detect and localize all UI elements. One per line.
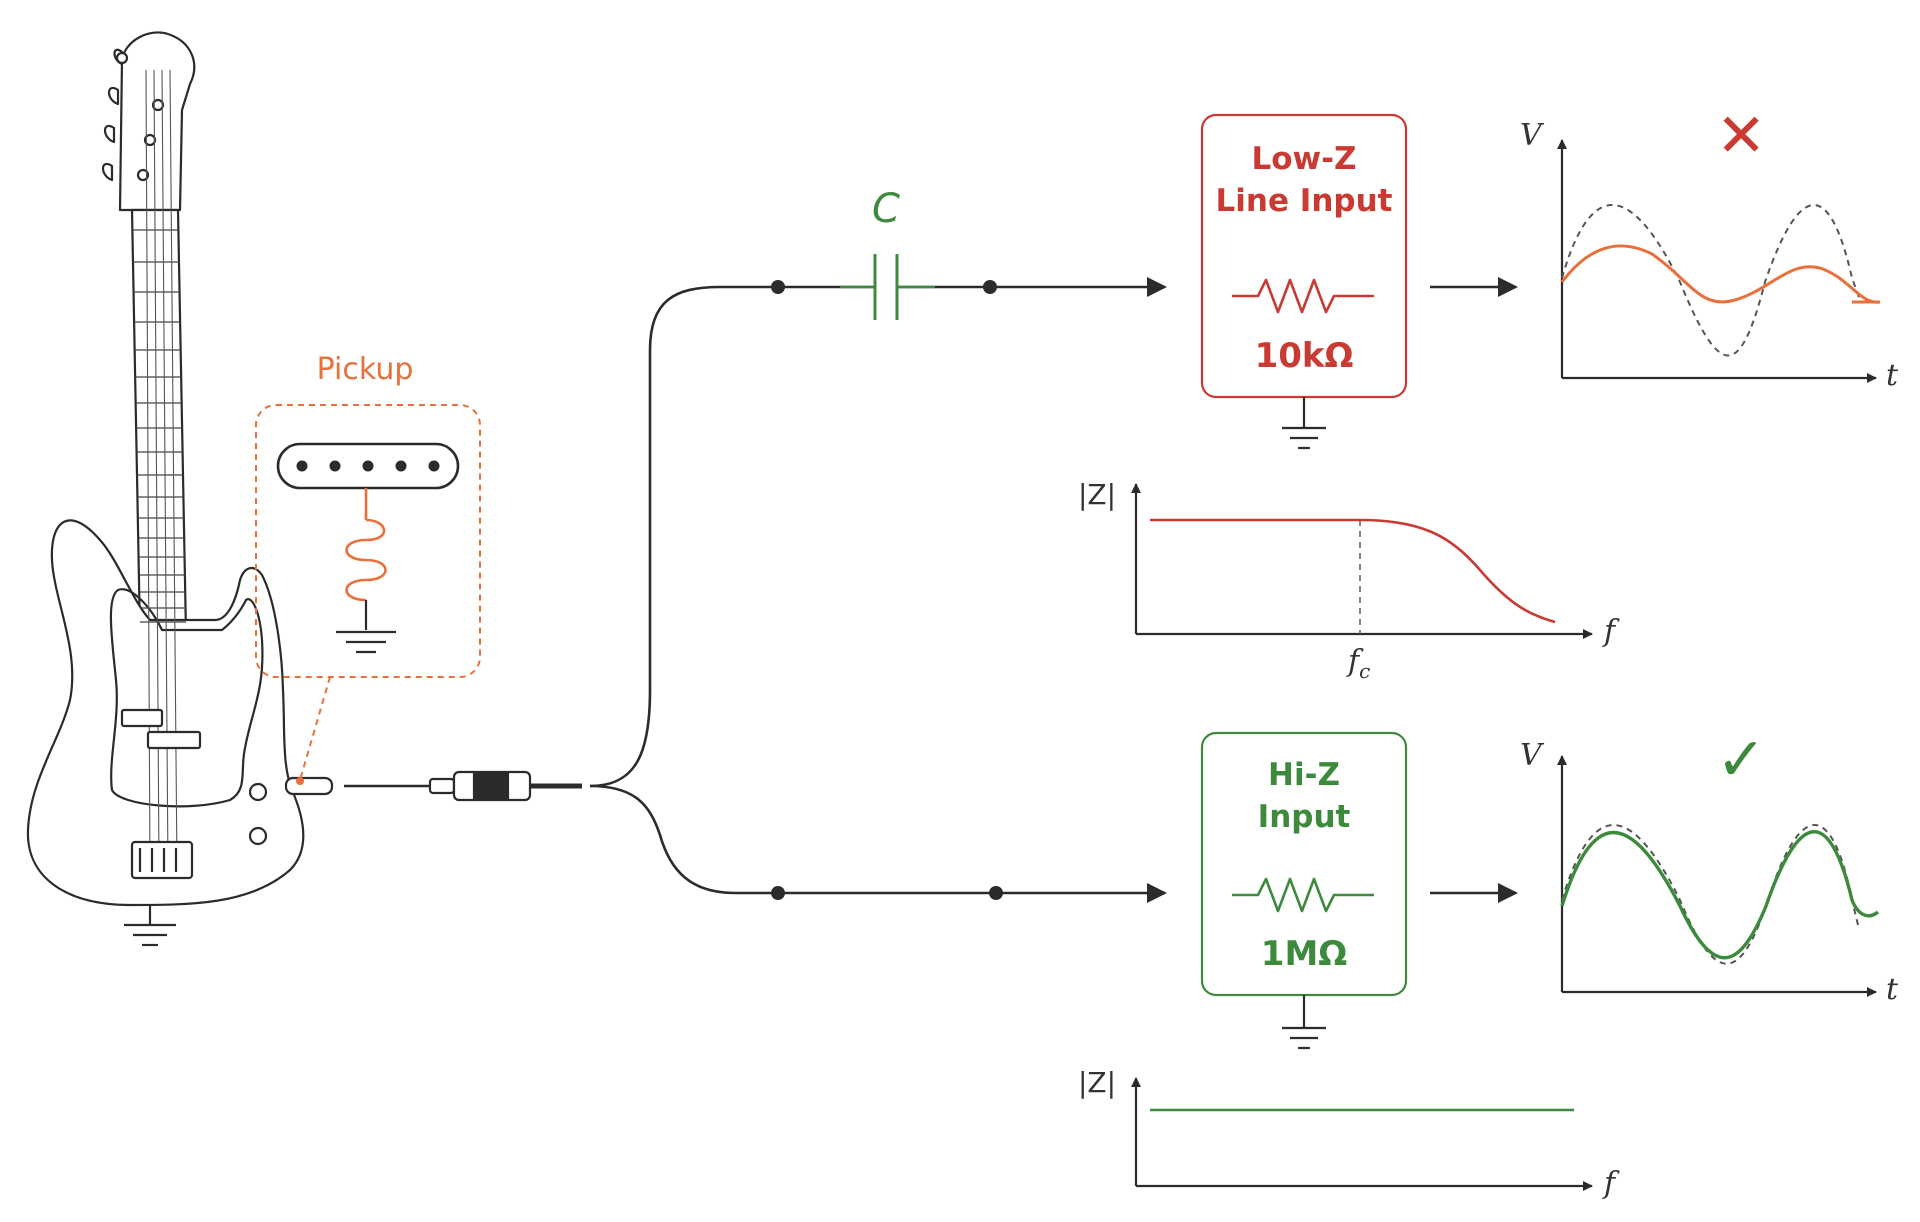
low-z-output-wave xyxy=(1560,244,1881,304)
signal-wiring xyxy=(589,277,1167,903)
low-z-impedance-curve xyxy=(1150,518,1556,624)
hi-z-title-line1: Hi-Z xyxy=(1268,757,1340,793)
low-z-impedance-x-label: f xyxy=(1604,614,1616,649)
hi-z-input-box xyxy=(1200,731,1408,1050)
low-z-title-line2: Line Input xyxy=(1215,183,1393,219)
hi-z-output-wave xyxy=(1560,830,1880,960)
resistor-icon xyxy=(1232,278,1374,314)
ground-icon xyxy=(1282,995,1326,1050)
hi-z-signal-plot xyxy=(1557,755,1880,997)
hi-z-resistance: 1MΩ xyxy=(1260,934,1348,974)
low-z-reference-wave xyxy=(1561,204,1861,357)
hi-z-title-line2: Input xyxy=(1257,799,1351,835)
cutoff-frequency-label: fc xyxy=(1348,644,1370,683)
low-z-signal-y-label: V xyxy=(1520,118,1542,153)
low-z-signal-plot xyxy=(1557,139,1881,383)
cutoff-frequency-subscript: c xyxy=(1359,659,1371,683)
capacitor-icon xyxy=(840,254,935,320)
pickup-callout xyxy=(255,404,481,785)
junction-dots xyxy=(771,280,1003,900)
hi-z-reference-wave xyxy=(1561,824,1859,965)
hi-z-impedance-plot xyxy=(1131,1077,1593,1191)
hi-z-signal-y-label: V xyxy=(1520,738,1542,773)
cross-icon: ✕ xyxy=(1716,101,1767,171)
ground-icon xyxy=(1282,397,1326,450)
low-z-resistance: 10kΩ xyxy=(1254,336,1354,376)
capacitor-label: C xyxy=(872,186,900,232)
low-z-title-line1: Low-Z xyxy=(1251,141,1357,177)
low-z-impedance-plot xyxy=(1131,483,1593,639)
ground-icon xyxy=(124,905,176,947)
low-z-signal-x-label: t xyxy=(1886,358,1899,393)
ground-icon xyxy=(336,630,396,654)
check-icon: ✓ xyxy=(1716,725,1767,795)
hi-z-impedance-y-label: |Z| xyxy=(1078,1066,1117,1099)
jack-plug-icon xyxy=(418,770,582,802)
hi-z-impedance-x-label: f xyxy=(1604,1166,1616,1201)
pickup-coil-icon xyxy=(276,442,460,630)
low-z-impedance-y-label: |Z| xyxy=(1078,478,1117,511)
bass-guitar-icon xyxy=(26,31,334,907)
cutoff-frequency-symbol: f xyxy=(1348,644,1360,679)
low-z-input-box xyxy=(1200,113,1408,450)
resistor-icon xyxy=(1232,877,1374,913)
hi-z-signal-x-label: t xyxy=(1886,972,1899,1007)
pickup-label: Pickup xyxy=(316,352,414,387)
